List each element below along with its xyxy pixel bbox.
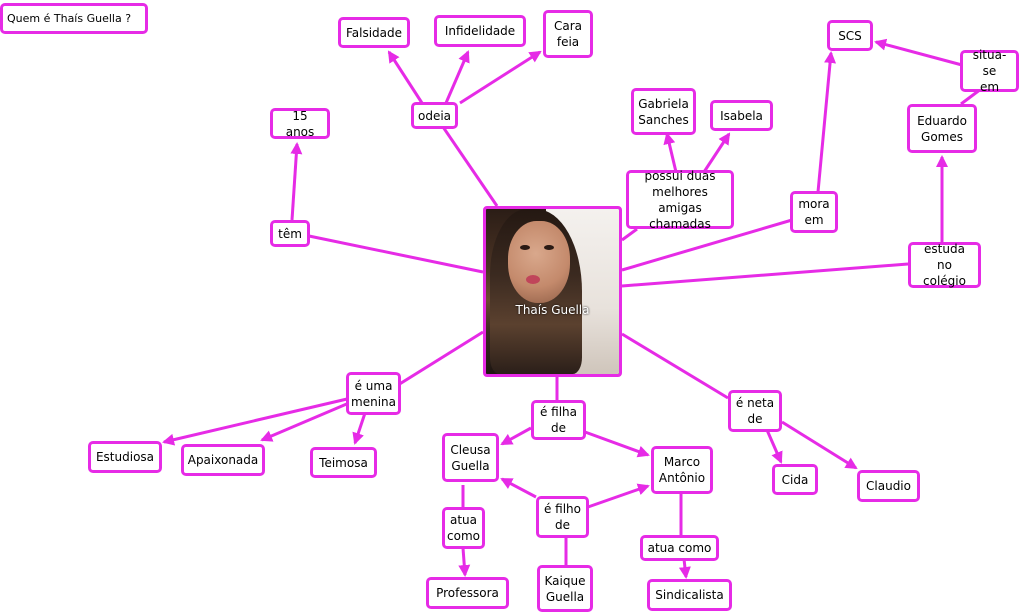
arrow-filha-cleusa <box>500 426 532 446</box>
node-filha[interactable]: é filha de <box>531 400 586 440</box>
photo-eye-right <box>544 245 554 250</box>
arrow-tem-15anos <box>290 142 303 221</box>
arrow-filha-marco <box>584 430 650 458</box>
arrow-neta-cida <box>765 429 783 464</box>
link-center-possui <box>621 227 638 242</box>
node-gabriela[interactable]: Gabriela Sanches <box>631 88 696 135</box>
link-center-mora <box>621 218 793 272</box>
link-center-estuda <box>621 262 909 288</box>
arrow-possui-gabriela <box>663 132 678 173</box>
node-neta[interactable]: é neta de <box>728 390 782 432</box>
node-teimosa[interactable]: Teimosa <box>310 447 377 478</box>
arrow-menina-estudiosa <box>162 397 348 446</box>
arrow-filho-cleusa <box>500 477 537 499</box>
node-15-anos[interactable]: 15 anos <box>270 108 330 139</box>
center-label: Thaís Guella <box>515 303 590 317</box>
arrow-menina-apaixonada <box>260 401 350 442</box>
node-situa[interactable]: situa-se em <box>960 48 1019 94</box>
node-filho[interactable]: é filho de <box>536 496 589 538</box>
center-photo-thais[interactable]: Thaís Guella <box>483 206 622 377</box>
node-atua-2[interactable]: atua como <box>640 535 719 561</box>
arrow-possui-isabela <box>702 132 731 173</box>
arrow-odeia-falsidade <box>387 50 424 104</box>
photo-eye-left <box>520 245 530 250</box>
node-estuda[interactable]: estuda no colégio <box>908 242 981 288</box>
node-estudiosa[interactable]: Estudiosa <box>88 441 162 473</box>
node-cara-feia[interactable]: Cara feia <box>543 10 593 58</box>
node-atua-1[interactable]: atua como <box>442 507 485 549</box>
arrow-mora-scs <box>816 51 837 193</box>
arrow-situa-scs <box>874 38 963 67</box>
map-title: Quem é Thaís Guella ? <box>0 3 148 34</box>
node-possui[interactable]: possui duas melhores amigas chamadas <box>626 169 734 231</box>
node-scs[interactable]: SCS <box>827 20 873 51</box>
node-sindicalista[interactable]: Sindicalista <box>647 579 732 611</box>
node-claudio[interactable]: Claudio <box>857 470 920 502</box>
node-cleusa[interactable]: Cleusa Guella <box>442 433 499 482</box>
arrow-atua-sindicalista <box>678 558 691 579</box>
arrow-neta-claudio <box>781 420 858 470</box>
link-center-odeia <box>439 123 499 207</box>
arrow-filho-marco <box>587 483 650 509</box>
link-center-menina <box>397 330 484 387</box>
arrow-odeia-infidelidade <box>444 50 470 104</box>
node-odeia[interactable]: odeia <box>411 102 458 129</box>
node-eduardo[interactable]: Eduardo Gomes <box>907 104 977 153</box>
node-infidelidade[interactable]: Infidelidade <box>434 15 526 47</box>
photo-lips <box>526 275 540 284</box>
node-kaique[interactable]: Kaique Guella <box>537 565 593 612</box>
arrow-odeia-cara-feia <box>459 50 542 105</box>
link-center-neta <box>621 332 729 400</box>
node-apaixonada[interactable]: Apaixonada <box>181 444 265 476</box>
node-falsidade[interactable]: Falsidade <box>338 17 410 48</box>
arrow-atua-professora <box>458 547 471 577</box>
link-center-tem <box>308 234 484 274</box>
node-mora[interactable]: mora em <box>790 191 838 233</box>
node-menina[interactable]: é uma menina <box>346 372 401 415</box>
node-tem[interactable]: têm <box>270 220 310 247</box>
node-cida[interactable]: Cida <box>772 464 818 495</box>
node-professora[interactable]: Professora <box>426 577 509 609</box>
node-isabela[interactable]: Isabela <box>710 100 773 131</box>
photo-face <box>508 221 570 303</box>
node-marco[interactable]: Marco Antônio <box>651 446 713 494</box>
arrow-menina-teimosa <box>352 412 367 445</box>
